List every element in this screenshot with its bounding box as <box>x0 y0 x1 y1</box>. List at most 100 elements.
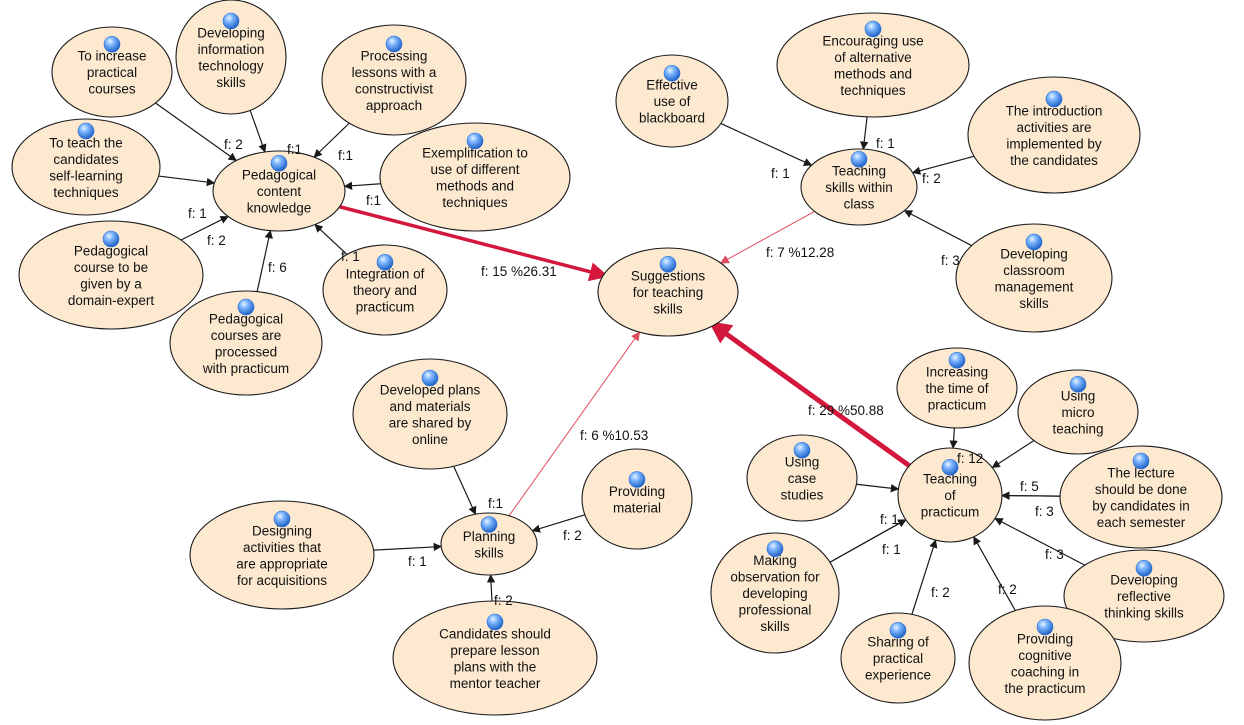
edge-pl1-to-planning <box>453 466 477 516</box>
node-ellipse <box>1017 369 1139 455</box>
node-label-line: the candidates <box>1010 153 1098 168</box>
node-label-line: skills <box>1019 296 1048 311</box>
node-label-line: Teaching <box>832 164 886 179</box>
node-ellipse <box>1063 549 1225 643</box>
blue-sphere-marker-icon <box>889 621 907 639</box>
blue-sphere-marker-icon <box>273 510 291 528</box>
edge-label: f: 1 <box>188 206 207 221</box>
edge-pr8-to-practicum <box>973 536 1016 611</box>
node-ellipse <box>11 118 161 216</box>
node-label-line: practicum <box>928 398 987 413</box>
node-label-line: The lecture <box>1107 465 1175 480</box>
node-ellipse <box>840 612 956 704</box>
blue-sphere-marker-icon <box>1045 90 1063 108</box>
edge-label: f: 2 <box>207 233 226 248</box>
node-label-line: reflective <box>1117 589 1171 604</box>
edge-t2-to-tswc <box>860 116 869 150</box>
node-label-line: techniques <box>840 83 906 98</box>
node-label-line: activities are <box>1016 120 1091 135</box>
edge-label: f: 15 %26.31 <box>481 264 557 279</box>
node-ellipse <box>897 447 1003 543</box>
node-label-line: Planning <box>463 529 516 544</box>
node-ellipse <box>51 26 173 118</box>
node-label-line: courses <box>88 82 136 97</box>
node-label-line: of alternative <box>834 50 911 65</box>
edge-label: f: 1 <box>880 512 899 527</box>
node-label-line: mentor teacher <box>450 676 541 691</box>
node-label-line: professional <box>739 603 812 618</box>
node-ellipse <box>352 358 508 470</box>
edge-p1-to-pck <box>155 102 237 162</box>
node-label-line: online <box>412 432 448 447</box>
blue-sphere-marker-icon <box>270 154 288 172</box>
node-p4[interactable]: To teach thecandidatesself-learningtechn… <box>11 118 161 216</box>
node-label-line: technology <box>198 58 264 73</box>
edge-label: f: 1 <box>882 542 901 557</box>
node-ellipse <box>189 500 375 610</box>
edge-label: f: 29 %50.88 <box>808 403 884 418</box>
node-label-line: developing <box>742 586 807 601</box>
node-label-line: plans with the <box>454 659 537 674</box>
node-label-line: are shared by <box>389 415 472 430</box>
edge-label: f: 1 <box>341 249 360 264</box>
node-label-line: activities that <box>243 540 321 555</box>
blue-sphere-marker-icon <box>659 255 677 273</box>
node-ellipse <box>615 54 729 148</box>
edge-p6-to-pck <box>180 215 229 241</box>
node-label-line: prepare lesson <box>450 643 539 658</box>
node-label-line: theory and <box>353 283 417 298</box>
node-label-line: of <box>944 488 956 503</box>
edge-p7-to-pck <box>256 229 273 292</box>
edge-pl4-to-planning <box>486 574 496 602</box>
edge-label: f: 1 <box>408 554 427 569</box>
node-label-line: Teaching <box>923 472 977 487</box>
node-label-line: skills <box>474 545 503 560</box>
edge-label: f: 3 <box>1035 504 1054 519</box>
node-label-line: To increase <box>77 49 146 64</box>
edge-t1-to-tswc <box>720 122 813 166</box>
node-label-line: Pedagogical <box>209 311 283 326</box>
edge-label: f: 6 <box>268 260 287 275</box>
node-label-line: Pedagogical <box>242 168 316 183</box>
node-label-line: knowledge <box>247 201 312 216</box>
edge-label: f: 6 %10.53 <box>580 428 648 443</box>
blue-sphere-marker-icon <box>793 441 811 459</box>
node-label-line: Sharing of <box>867 635 929 650</box>
node-ellipse <box>896 347 1018 429</box>
node-ellipse <box>212 150 346 232</box>
node-ellipse <box>968 605 1122 721</box>
blue-sphere-marker-icon <box>766 540 784 558</box>
edge-label: f: 5 <box>1020 479 1039 494</box>
node-label-line: Processing <box>361 48 428 63</box>
node-ellipse <box>440 512 538 576</box>
